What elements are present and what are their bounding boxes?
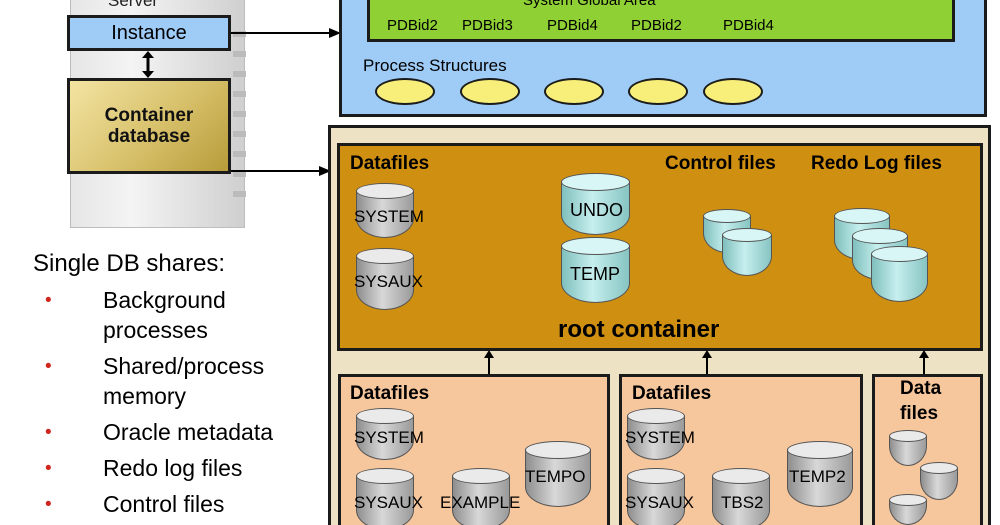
- instance-label: Instance: [111, 22, 187, 44]
- shares-item: Control files: [103, 489, 224, 519]
- pdb3-datafiles-title: Data files: [900, 376, 941, 426]
- server-label: Server: [108, 0, 159, 10]
- shares-item-line: Control files: [103, 491, 225, 517]
- sga-pdb-label: PDBid2: [387, 17, 438, 34]
- control-file-cylinder: [722, 228, 772, 276]
- sga-title: System Global Area: [523, 0, 656, 9]
- pdb2-temp2-label: TEMP2: [789, 467, 846, 486]
- bullet-marker: •: [45, 494, 52, 515]
- container-database-box: Container database: [67, 78, 231, 174]
- pdb1-tempo-cylinder: TEMPO: [525, 441, 591, 507]
- bullet-marker: •: [45, 356, 52, 377]
- root-datafiles-title: Datafiles: [350, 153, 430, 174]
- system-global-area-box: [367, 0, 955, 42]
- pdb1-datafiles-title: Datafiles: [350, 383, 430, 404]
- pdb2-sysaux-label: SYSAUX: [625, 493, 694, 512]
- pdb1-system-label: SYSTEM: [354, 428, 424, 447]
- instance-cdb-double-arrow: [142, 51, 154, 78]
- redo-log-files-title: Redo Log files: [811, 153, 942, 174]
- pdb3-datafile-cylinder: [889, 430, 927, 466]
- bullet-marker: •: [45, 422, 52, 443]
- pdb3-datafile-cylinder: [889, 494, 927, 525]
- bullet-marker: •: [45, 458, 52, 479]
- pdb2-datafiles-title: Datafiles: [632, 383, 712, 404]
- root-system-cylinder: SYSTEM: [354, 183, 424, 238]
- undo-cylinder: UNDO: [561, 173, 630, 235]
- pdb3-title-line2: files: [900, 403, 939, 424]
- process-ellipse: [628, 78, 688, 105]
- temp-label: TEMP: [570, 264, 621, 284]
- shares-item-line: processes: [103, 317, 208, 343]
- pdb2-tbs2-label: TBS2: [721, 493, 764, 512]
- process-ellipse: [375, 78, 435, 105]
- redo-log-cylinder: [871, 246, 928, 302]
- sga-pdb-label: PDBid4: [547, 17, 598, 34]
- shares-item-line: Redo log files: [103, 455, 243, 481]
- root-container-label: root container: [558, 316, 720, 343]
- server-connector-arrows: [231, 28, 341, 176]
- pdb1-tempo-label: TEMPO: [525, 467, 586, 486]
- sga-pdb-label: PDBid3: [462, 17, 513, 34]
- bullet-marker: •: [45, 290, 52, 311]
- root-system-label: SYSTEM: [354, 207, 424, 226]
- pdb1-example-label: EXAMPLE: [440, 493, 521, 512]
- root-sysaux-label: SYSAUX: [354, 272, 423, 291]
- sga-pdb-label: PDBid4: [723, 17, 774, 34]
- cdb-label-line1: Container: [104, 105, 194, 126]
- undo-label: UNDO: [570, 200, 623, 220]
- pdb-to-root-arrows: [484, 350, 929, 374]
- pdb2-sysaux-cylinder: SYSAUX: [625, 468, 694, 525]
- process-ellipse: [460, 78, 520, 105]
- pdb3-title-line1: Data: [900, 378, 942, 399]
- cdb-label-line2: database: [107, 126, 191, 147]
- sga-pdb-label: PDBid2: [631, 17, 682, 34]
- shares-item: Redo log files: [103, 453, 242, 483]
- pdb3-datafile-cylinder: [920, 462, 958, 500]
- pdb2-system-label: SYSTEM: [625, 428, 695, 447]
- temp-cylinder: TEMP: [561, 237, 630, 303]
- shares-item: Background processes: [103, 285, 226, 345]
- process-structures-title: Process Structures: [363, 56, 507, 75]
- process-ellipse: [544, 78, 604, 105]
- process-ellipse: [703, 78, 763, 105]
- control-files-title: Control files: [665, 153, 776, 174]
- shares-item-line: memory: [103, 383, 187, 409]
- pdb2-system-cylinder: SYSTEM: [625, 408, 695, 460]
- shares-item-line: Oracle metadata: [103, 419, 274, 445]
- shares-item-line: Background: [103, 287, 226, 313]
- pdb2-tbs2-cylinder: TBS2: [712, 468, 770, 525]
- shares-item: Shared/process memory: [103, 351, 264, 411]
- single-db-shares-title: Single DB shares:: [33, 250, 226, 277]
- pdb1-system-cylinder: SYSTEM: [354, 408, 424, 460]
- shares-item-line: Shared/process: [103, 353, 265, 379]
- pdb1-example-cylinder: EXAMPLE: [440, 468, 520, 525]
- shares-item: Oracle metadata: [103, 417, 273, 447]
- instance-box: Instance: [67, 15, 231, 51]
- root-sysaux-cylinder: SYSAUX: [354, 248, 423, 310]
- pdb1-sysaux-cylinder: SYSAUX: [354, 468, 423, 525]
- pdb1-sysaux-label: SYSAUX: [354, 493, 423, 512]
- pdb2-temp2-cylinder: TEMP2: [787, 441, 853, 507]
